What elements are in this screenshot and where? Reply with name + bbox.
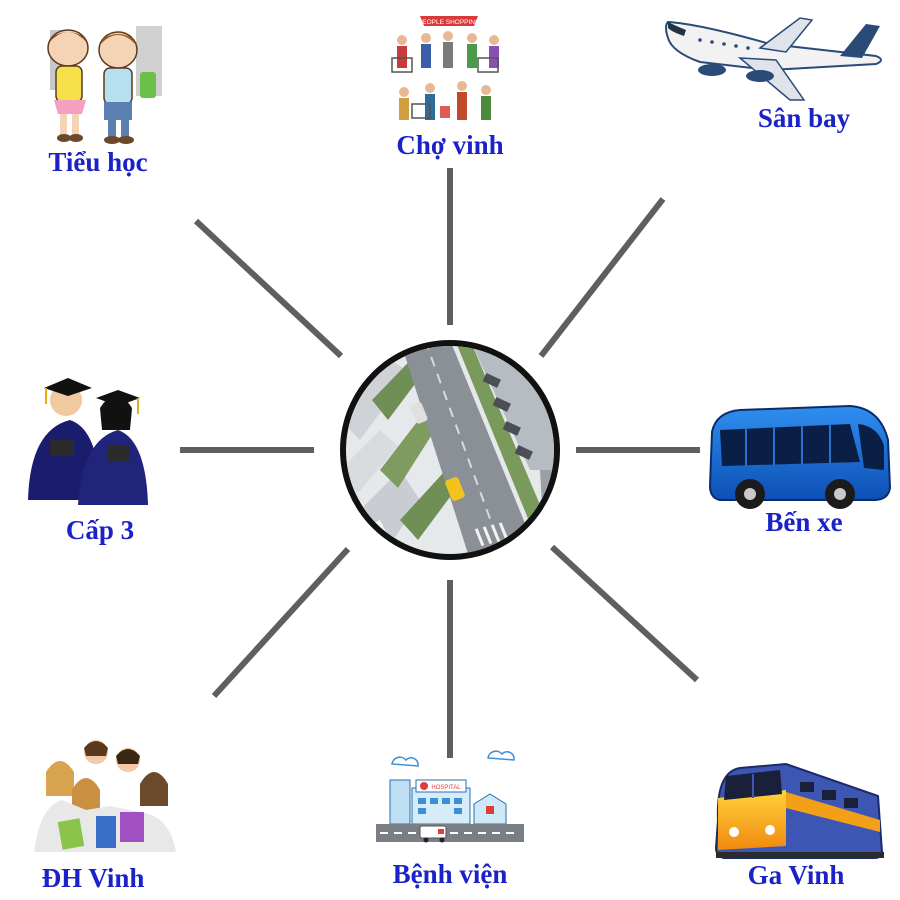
- node-label-ben-xe: Bến xe: [765, 507, 843, 537]
- people-shopping-caption: PEOPLE SHOPPING: [418, 19, 480, 26]
- node-label-benh-vien: Bệnh viện: [392, 859, 508, 889]
- graduates-icon: [28, 378, 148, 505]
- project-aerial-street-view: [340, 340, 560, 560]
- spoke-dh-vinh: [211, 546, 351, 699]
- university-students-icon: [34, 740, 176, 852]
- bus-icon: [708, 404, 892, 509]
- people-shopping-icon: PEOPLE SHOPPING: [391, 16, 499, 120]
- train-icon: [714, 762, 884, 859]
- spoke-ga-vinh: [549, 544, 700, 683]
- children-students-icon: [47, 26, 162, 144]
- node-label-cap-3: Cấp 3: [65, 515, 135, 545]
- spoke-san-bay: [538, 197, 666, 358]
- node-label-cho-vinh: Chợ vinh: [396, 130, 504, 160]
- node-label-dh-vinh: ĐH Vinh: [41, 863, 145, 893]
- spoke-lines: [180, 168, 700, 758]
- node-label-ga-vinh: Ga Vinh: [747, 860, 845, 890]
- spoke-tieu-hoc: [193, 218, 344, 359]
- node-label-tieu-hoc: Tiểu học: [48, 147, 148, 177]
- node-label-san-bay: Sân bay: [757, 103, 851, 133]
- airplane-icon: [665, 17, 882, 101]
- hospital-icon: HOSPITAL: [376, 750, 524, 843]
- hospital-caption: HOSPITAL: [431, 785, 461, 791]
